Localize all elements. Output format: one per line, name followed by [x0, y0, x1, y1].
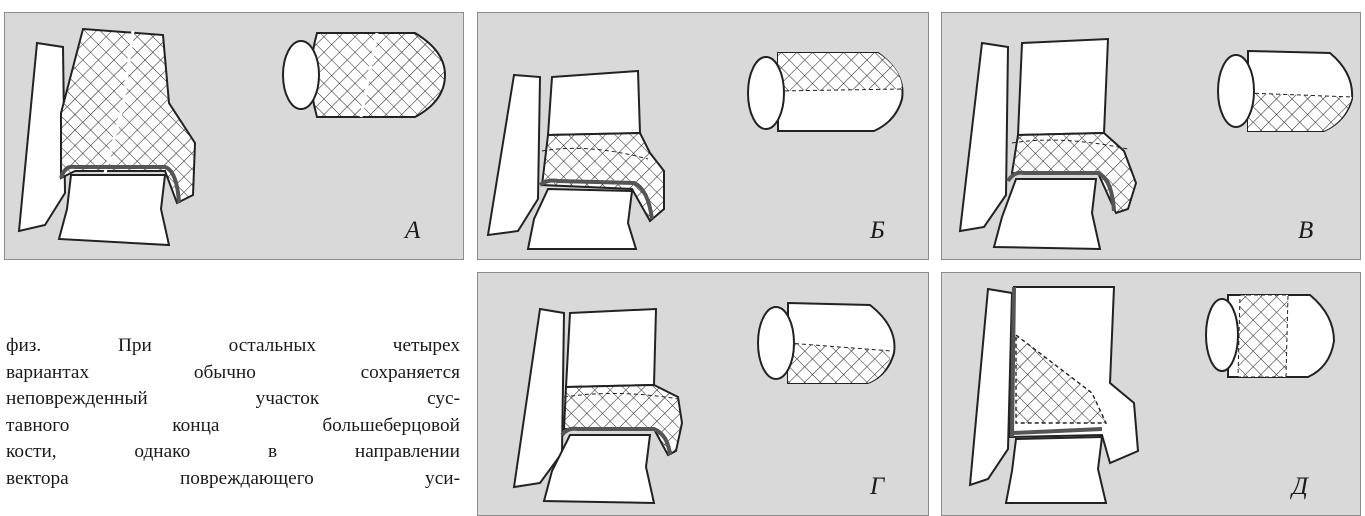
figure-panel-d: Д — [941, 272, 1361, 516]
figure-panel-b: Б — [477, 12, 929, 260]
text-line: неповрежденный участок сус- — [6, 386, 460, 413]
body-text-paragraph: физ. При остальных четырех вариантах обы… — [6, 333, 460, 492]
panel-label: Д — [1292, 473, 1308, 501]
talus-shape — [59, 175, 169, 245]
joint-surface-view — [748, 53, 903, 131]
joint-surface-view — [283, 33, 445, 117]
fibula-shape — [19, 43, 65, 231]
figure-panel-v: В — [941, 12, 1361, 260]
fibula-shape — [960, 43, 1008, 231]
panel-label: А — [405, 217, 420, 245]
tibia-shape — [1010, 287, 1138, 463]
figure-panel-g: Г — [477, 272, 929, 516]
panel-label: В — [1298, 217, 1313, 245]
text-line: вектора повреждающего уси- — [6, 466, 460, 493]
panel-label: Г — [870, 473, 884, 501]
fibula-shape — [488, 75, 540, 235]
joint-surface-view — [1218, 51, 1352, 131]
fibula-shape — [970, 289, 1012, 485]
talus-shape — [528, 189, 636, 249]
text-line: кости, однако в направлении — [6, 439, 460, 466]
panel-label: Б — [870, 217, 885, 245]
joint-surface-view — [1206, 295, 1334, 377]
text-line: физ. При остальных четырех — [6, 333, 460, 360]
talus-shape — [1006, 437, 1106, 503]
tibia-shape — [562, 309, 682, 455]
text-line: тавного конца большеберцовой — [6, 413, 460, 440]
text-line: вариантах обычно сохраняется — [6, 360, 460, 387]
talus-shape — [994, 179, 1100, 249]
figure-panel-a: А — [4, 12, 464, 260]
joint-surface-view — [758, 303, 895, 383]
